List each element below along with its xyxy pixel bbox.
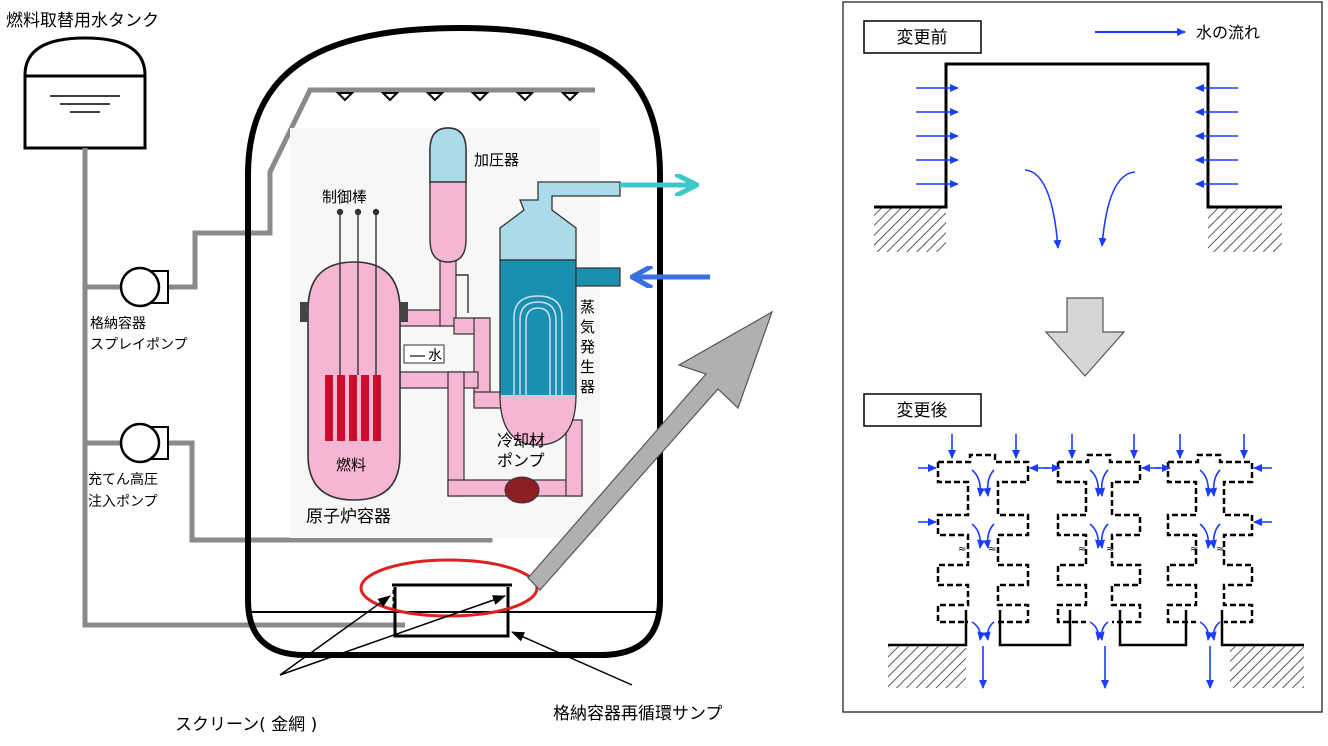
coolant-pump-label-2: ポンプ bbox=[497, 451, 545, 470]
sg-label-3: 発 bbox=[580, 338, 595, 356]
fuel-rods bbox=[325, 375, 381, 441]
svg-text:≈: ≈ bbox=[1216, 544, 1224, 555]
coolant-pump-icon bbox=[504, 476, 540, 504]
sg-label-2: 気 bbox=[580, 318, 595, 336]
svg-text:≈: ≈ bbox=[1106, 544, 1114, 555]
pressurizer bbox=[429, 127, 467, 263]
before-label: 変更前 bbox=[897, 28, 948, 48]
svg-text:≈: ≈ bbox=[1078, 544, 1086, 555]
after-screen-diagram: ≈ ≈ ≈ ≈ ≈ ≈ bbox=[888, 434, 1304, 689]
charging-pump-label-1: 充てん高圧 bbox=[88, 471, 158, 488]
legend-flow-label: 水の流れ bbox=[1196, 23, 1260, 42]
sg-label-1: 蒸 bbox=[580, 298, 595, 316]
steam-generator bbox=[499, 181, 621, 446]
svg-text:≈: ≈ bbox=[958, 544, 966, 555]
sump-label: 格納容器再循環サンプ bbox=[553, 704, 723, 724]
screen-label: スクリーン( 金網 ) bbox=[175, 715, 317, 735]
sg-label-4: 生 bbox=[580, 358, 595, 376]
spray-pump-label-1: 格納容器 bbox=[90, 315, 146, 332]
water-label: 水 bbox=[428, 348, 442, 364]
leader-lines bbox=[279, 595, 633, 686]
screen-highlight-ring bbox=[359, 558, 539, 618]
sg-label-5: 器 bbox=[580, 378, 595, 396]
after-label-box bbox=[863, 393, 982, 427]
charging-pump-label-2: 注入ポンプ bbox=[88, 494, 158, 510]
svg-text:≈: ≈ bbox=[1190, 544, 1198, 555]
control-rods bbox=[336, 208, 380, 375]
fuel-tank-label: 燃料取替用水タンク bbox=[6, 11, 159, 31]
before-screen-diagram bbox=[874, 62, 1282, 252]
svg-text:≈: ≈ bbox=[988, 544, 996, 555]
reactor-vessel-label: 原子炉容器 bbox=[306, 507, 391, 527]
before-label-box bbox=[863, 20, 982, 54]
pressurizer-label: 加圧器 bbox=[474, 151, 519, 169]
spray-nozzles bbox=[335, 92, 580, 102]
before-after-arrow bbox=[1044, 297, 1126, 377]
containment-spray-pump-icon bbox=[119, 266, 169, 308]
water-label-box bbox=[403, 344, 445, 364]
recirculation-sump bbox=[392, 583, 512, 638]
spray-pump-label-2: スプレイポンプ bbox=[90, 337, 188, 353]
coolant-pump-label-1: 冷却材 bbox=[497, 431, 545, 450]
fuel-label: 燃料 bbox=[336, 456, 366, 474]
control-rod-label: 制御棒 bbox=[322, 188, 367, 206]
after-label: 変更後 bbox=[897, 401, 948, 421]
containment-vessel-outline bbox=[245, 24, 663, 658]
charging-pump-icon bbox=[119, 422, 169, 464]
callout-arrow bbox=[527, 310, 774, 591]
fuel-water-tank bbox=[23, 36, 147, 150]
